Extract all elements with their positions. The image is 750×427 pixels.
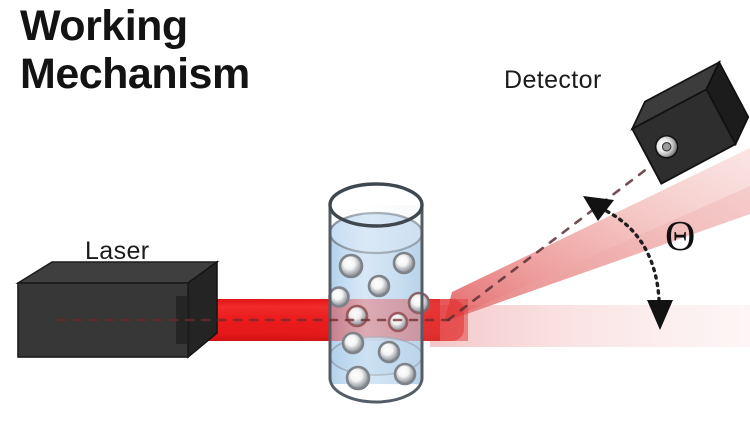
- cuvette-glass-outline: [328, 182, 424, 404]
- transmitted-beam: [430, 305, 750, 347]
- sample-cuvette: [328, 182, 431, 404]
- detector-device: [630, 60, 750, 185]
- scattering-angle-arc: [583, 196, 673, 330]
- laser-source: [15, 260, 220, 359]
- optical-axis: [56, 166, 650, 322]
- scattered-beam-cone: [444, 148, 750, 322]
